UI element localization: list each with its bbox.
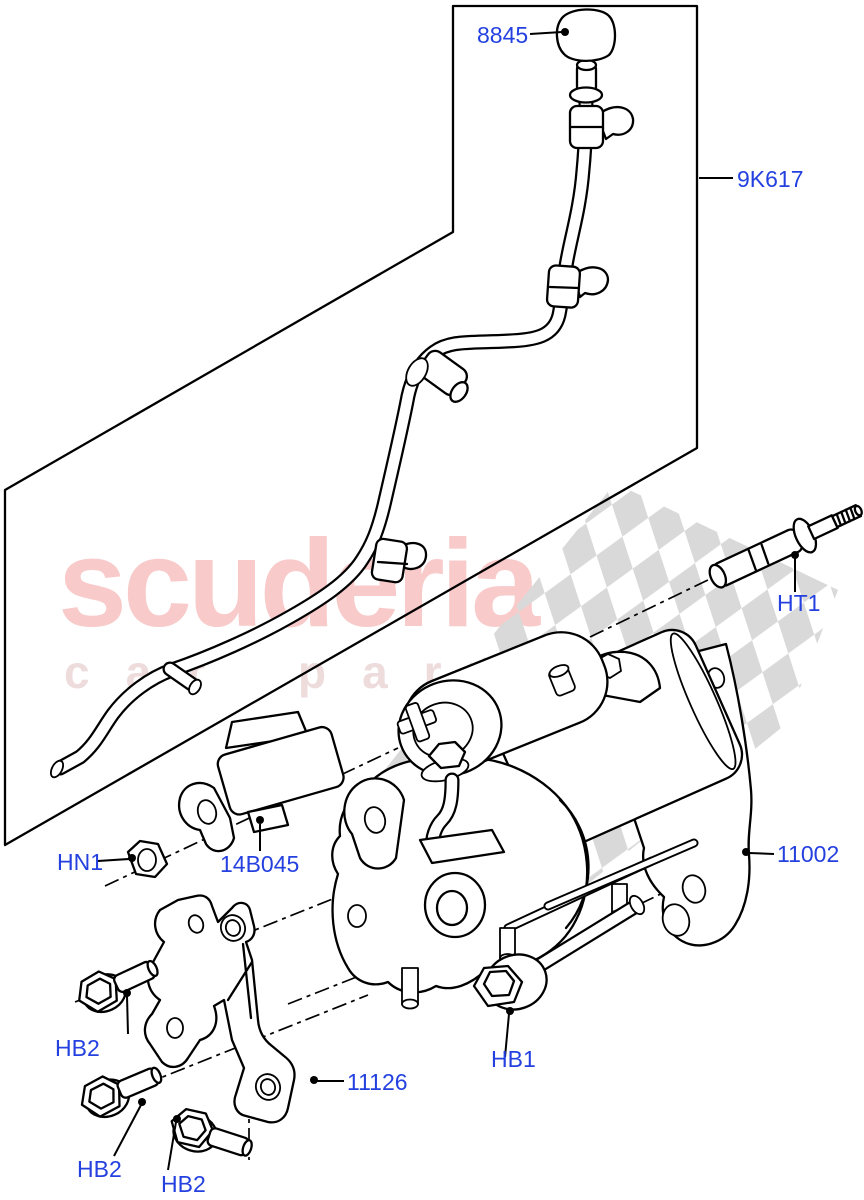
cap-part (555, 8, 617, 63)
label-stud[interactable]: HT1 (777, 590, 820, 616)
stud-part (708, 504, 863, 589)
cable-terminal-tip (568, 58, 604, 104)
cable-clip-lower (370, 537, 428, 584)
panel-outline (3, 4, 699, 847)
label-cable[interactable]: 9K617 (737, 166, 804, 192)
label-mount-bracket[interactable]: 11126 (347, 1069, 408, 1095)
label-bolt-hb2-2[interactable]: HB2 (77, 1156, 122, 1182)
starter-motor (331, 628, 753, 1010)
cable-clip-upper (568, 104, 635, 150)
drive-housing (331, 757, 590, 994)
solenoid (396, 631, 609, 865)
watermark-brand-text: scuderia (58, 515, 541, 653)
label-bolt-hb2-3[interactable]: HB2 (161, 1171, 206, 1197)
label-bolt-hb1[interactable]: HB1 (491, 1046, 536, 1072)
label-bolt-hb2-1[interactable]: HB2 (55, 1035, 100, 1061)
battery-cable (49, 58, 635, 779)
bolt-hb2-2 (73, 1054, 170, 1127)
label-cap[interactable]: 8845 (477, 22, 528, 48)
nut-part (126, 839, 169, 879)
cable-clip-middle (545, 264, 610, 309)
label-sensor-bracket[interactable]: 14B045 (220, 851, 299, 877)
solenoid-terminal (396, 702, 438, 743)
labels: 8845 9K617 HT1 HN1 14B045 11002 HB1 HB2 … (55, 22, 839, 1197)
cable-branch-end (188, 678, 202, 696)
label-nut[interactable]: HN1 (57, 849, 103, 875)
bolt-hb1 (472, 894, 646, 1011)
sensor-bracket (177, 710, 345, 853)
cable-connector (405, 349, 469, 403)
label-starter-motor[interactable]: 11002 (777, 841, 839, 867)
mount-bracket (143, 894, 296, 1124)
cable-end-cap (49, 759, 65, 779)
